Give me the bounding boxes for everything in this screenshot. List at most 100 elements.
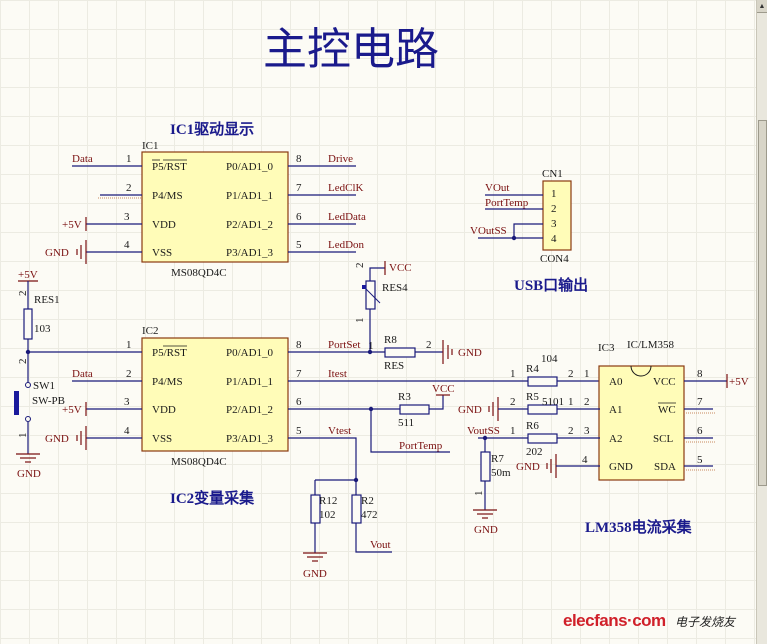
ic1-net-gnd: GND bbox=[45, 247, 69, 259]
ic1-net-leddata: LedData bbox=[328, 211, 366, 223]
r3-value: 511 bbox=[398, 417, 414, 429]
svg-text:P3/AD1_3: P3/AD1_3 bbox=[226, 247, 274, 259]
r6-resistor[interactable] bbox=[527, 433, 558, 444]
ic3-net-gnd: GND bbox=[516, 461, 540, 473]
svg-text:1: 1 bbox=[126, 339, 132, 351]
res1-resistor[interactable] bbox=[23, 308, 33, 340]
ic1-designator: IC1 bbox=[142, 140, 159, 152]
ic1-section-label: IC1驱动显示 bbox=[170, 120, 254, 138]
ic1-pin-num: 1 bbox=[126, 153, 132, 165]
svg-text:2: 2 bbox=[17, 291, 29, 297]
sw1-contact-bottom bbox=[25, 416, 31, 422]
svg-text:P3/AD1_3: P3/AD1_3 bbox=[226, 433, 274, 445]
svg-text:4: 4 bbox=[582, 454, 588, 466]
ic1-net-drive: Drive bbox=[328, 153, 353, 165]
scroll-up-arrow-icon[interactable]: ▲ bbox=[757, 0, 767, 13]
r5-ref: R5 bbox=[526, 391, 539, 403]
svg-text:2: 2 bbox=[426, 339, 432, 351]
ic1-chip[interactable] bbox=[141, 151, 289, 263]
cn1-part: CON4 bbox=[540, 253, 569, 265]
ic1-part: MS08QD4C bbox=[171, 267, 227, 279]
svg-text:7: 7 bbox=[697, 396, 703, 408]
r2-resistor[interactable] bbox=[351, 494, 362, 524]
svg-text:4: 4 bbox=[124, 239, 130, 251]
ic3-chip[interactable] bbox=[598, 365, 685, 481]
r12-net-gnd: GND bbox=[303, 568, 327, 580]
ic2-part: MS08QD4C bbox=[171, 456, 227, 468]
r5-value: 5101 bbox=[542, 396, 564, 408]
res1-value: 103 bbox=[34, 323, 51, 335]
ic2-left-pins: 1 P5/RST Data 2 P4/MS +5V 3 VDD GND 4 VS… bbox=[28, 339, 187, 450]
ic2-net-vtest: Vtest bbox=[328, 425, 351, 437]
r5-net-gnd: GND bbox=[458, 404, 482, 416]
svg-text:P0/AD1_0: P0/AD1_0 bbox=[226, 347, 274, 359]
watermark-site: elecfans·com bbox=[563, 611, 666, 630]
page-title: 主控电路 bbox=[263, 24, 439, 75]
res4-net-vcc: VCC bbox=[389, 262, 412, 274]
ic3-left-pins: A0 A1 A2 GND 1 2 3 4 bbox=[582, 368, 633, 473]
ic1-net-data: Data bbox=[72, 153, 93, 165]
svg-text:2: 2 bbox=[568, 425, 574, 437]
ic1-net-leddon: LedDon bbox=[328, 239, 365, 251]
r7-resistor[interactable] bbox=[480, 451, 491, 482]
svg-text:5: 5 bbox=[697, 454, 703, 466]
watermark-cn: 电子发烧友 bbox=[675, 615, 736, 629]
ic1-left-pins: Data 1 P5/RST 2 P4/MS +5V 3 VDD GND 4 VS… bbox=[45, 153, 187, 264]
cn1-net-porttemp: PortTemp bbox=[485, 197, 529, 209]
svg-text:1: 1 bbox=[584, 368, 590, 380]
res1-ref: RES1 bbox=[34, 294, 60, 306]
ic1-pin-name: P5/RST bbox=[152, 161, 187, 173]
r4-resistor[interactable] bbox=[527, 376, 558, 387]
res4-ref: RES4 bbox=[382, 282, 408, 294]
res4-variable-resistor[interactable] bbox=[365, 280, 376, 310]
svg-text:1: 1 bbox=[510, 368, 516, 380]
vertical-scrollbar[interactable]: ▲ bbox=[756, 0, 767, 644]
svg-text:P1/AD1_1: P1/AD1_1 bbox=[226, 376, 273, 388]
svg-text:2: 2 bbox=[17, 359, 29, 365]
svg-text:1: 1 bbox=[473, 491, 485, 497]
lm358-section-label: LM358电流采集 bbox=[585, 518, 693, 536]
ic2-chip[interactable] bbox=[141, 337, 289, 452]
r8-value: RES bbox=[384, 360, 404, 372]
ic2-section-label: IC2变量采集 bbox=[170, 489, 255, 507]
svg-text:5: 5 bbox=[296, 239, 302, 251]
svg-text:P4/MS: P4/MS bbox=[152, 376, 183, 388]
r2-net-vout: Vout bbox=[370, 539, 391, 551]
svg-text:2: 2 bbox=[551, 203, 557, 215]
sw1-contact-top bbox=[25, 382, 31, 388]
ic3-part: IC/LM358 bbox=[627, 339, 675, 351]
ic2-designator: IC2 bbox=[142, 325, 159, 337]
cn1-connector[interactable] bbox=[542, 180, 572, 251]
svg-text:8: 8 bbox=[296, 339, 302, 351]
ic1-net-5v: +5V bbox=[62, 219, 82, 231]
usb-section-label: USB口输出 bbox=[514, 276, 588, 294]
ic3-net-5v: +5V bbox=[729, 376, 749, 388]
net-voutss: VoutSS bbox=[467, 425, 500, 437]
sw1-ref: SW1 bbox=[33, 380, 55, 392]
svg-text:VSS: VSS bbox=[152, 433, 172, 445]
svg-text:1: 1 bbox=[551, 188, 557, 200]
svg-text:A0: A0 bbox=[609, 376, 623, 388]
svg-text:7: 7 bbox=[296, 182, 302, 194]
r5-resistor[interactable] bbox=[527, 404, 558, 415]
r8-net-gnd: GND bbox=[458, 347, 482, 359]
svg-text:2: 2 bbox=[126, 368, 132, 380]
svg-text:1: 1 bbox=[354, 318, 366, 324]
r7-ref: R7 bbox=[491, 453, 504, 465]
sw1-pushbutton[interactable] bbox=[14, 391, 19, 415]
svg-text:3: 3 bbox=[124, 396, 130, 408]
r3-resistor[interactable] bbox=[399, 404, 430, 415]
r8-resistor[interactable] bbox=[384, 347, 416, 358]
net-porttemp: PortTemp bbox=[399, 440, 443, 452]
svg-text:3: 3 bbox=[124, 211, 130, 223]
svg-text:VDD: VDD bbox=[152, 404, 176, 416]
svg-text:VSS: VSS bbox=[152, 247, 172, 259]
scrollbar-thumb[interactable] bbox=[758, 120, 767, 486]
svg-text:SCL: SCL bbox=[653, 433, 673, 445]
svg-text:8: 8 bbox=[296, 153, 302, 165]
ic3-notch bbox=[630, 365, 652, 377]
ic3-right-pins: VCC WC SCL SDA 8 7 6 5 +5V bbox=[653, 368, 749, 473]
svg-text:4: 4 bbox=[124, 425, 130, 437]
svg-text:2: 2 bbox=[568, 368, 574, 380]
